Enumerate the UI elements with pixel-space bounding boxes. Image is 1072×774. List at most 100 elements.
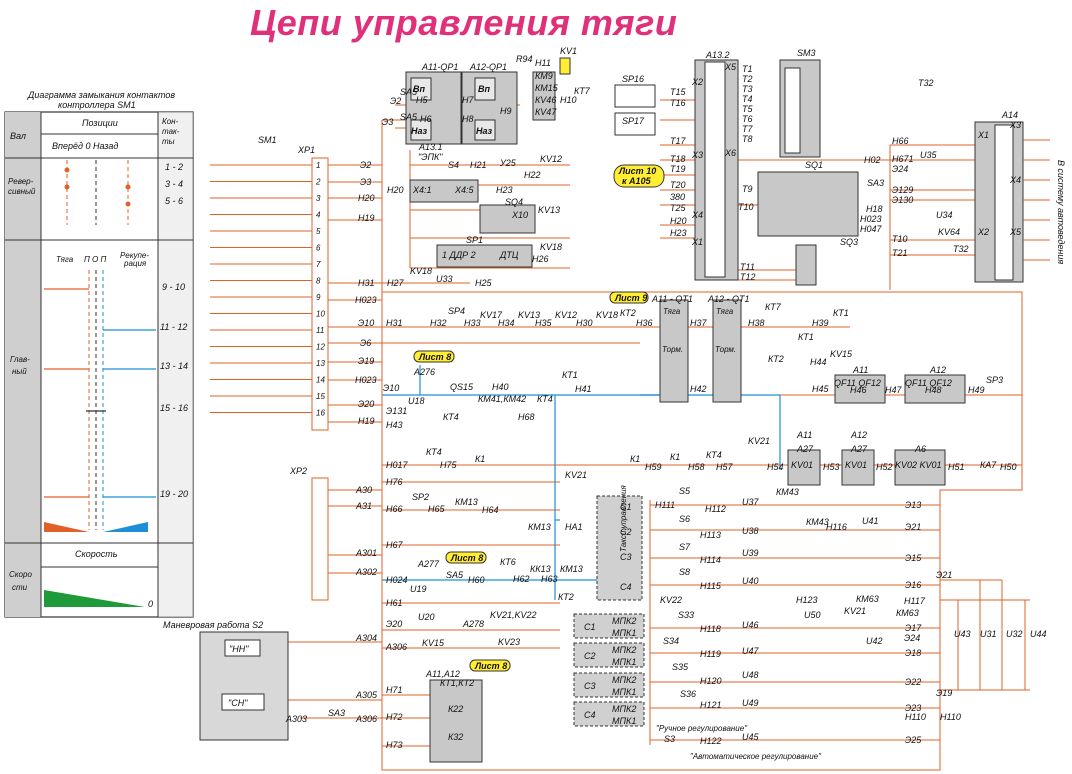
svg-text:Н42: Н42: [690, 384, 707, 394]
svg-text:к А105: к А105: [622, 176, 652, 186]
svg-text:Н024: Н024: [386, 575, 408, 585]
svg-text:А304: А304: [355, 633, 377, 643]
svg-text:Лист 9: Лист 9: [614, 293, 647, 303]
svg-text:КТ4: КТ4: [426, 447, 442, 457]
components: [199, 57, 1024, 763]
svg-text:"НН": "НН": [229, 644, 249, 654]
svg-text:рация: рация: [123, 259, 147, 268]
svg-text:КМ43: КМ43: [806, 517, 829, 527]
svg-text:КТ1: КТ1: [798, 332, 814, 342]
svg-text:U34: U34: [936, 210, 953, 220]
pop-word: П О П: [84, 255, 106, 264]
svg-text:15 - 16: 15 - 16: [160, 403, 188, 413]
svg-text:Н49: Н49: [968, 385, 985, 395]
svg-text:"Ручное регулирование": "Ручное регулирование": [656, 724, 748, 733]
svg-text:Н46: Н46: [850, 385, 867, 395]
svg-text:QF11 QF12: QF11 QF12: [905, 378, 952, 388]
svg-text:KV15: KV15: [422, 638, 445, 648]
svg-text:Н22: Н22: [524, 170, 541, 180]
svg-text:Х2: Х2: [977, 227, 989, 237]
svg-text:А276: А276: [413, 367, 435, 377]
svg-text:Н63: Н63: [541, 574, 558, 584]
svg-text:U40: U40: [742, 576, 759, 586]
svg-text:Н58: Н58: [688, 462, 705, 472]
xp1-terminal-number: 8: [316, 277, 321, 286]
speed-header: Скорость: [75, 549, 118, 559]
svg-text:Т20: Т20: [670, 180, 686, 190]
svg-text:SP3: SP3: [986, 375, 1003, 385]
svg-text:Н41: Н41: [575, 384, 592, 394]
svg-text:Т25: Т25: [670, 203, 687, 213]
svg-text:Т10: Т10: [892, 234, 908, 244]
svg-text:А13.1: А13.1: [418, 142, 443, 152]
svg-text:KV21: KV21: [748, 436, 770, 446]
svg-text:МПК1: МПК1: [612, 716, 636, 726]
svg-text:"СН": "СН": [228, 698, 248, 708]
svg-text:КТ4: КТ4: [537, 394, 553, 404]
svg-text:Н114: Н114: [700, 555, 721, 565]
svg-text:КV47: КV47: [535, 107, 557, 117]
svg-text:Н38: Н38: [748, 318, 765, 328]
svg-text:KV22: KV22: [660, 595, 682, 605]
svg-text:Н23: Н23: [670, 228, 687, 238]
svg-text:Э131: Э131: [386, 406, 407, 416]
svg-text:SP16: SP16: [622, 74, 644, 84]
svg-text:А12: А12: [929, 365, 946, 375]
svg-text:U32: U32: [1006, 629, 1023, 639]
svg-text:Э129: Э129: [892, 185, 913, 195]
svg-text:U44: U44: [1030, 629, 1047, 639]
svg-text:XP2: XP2: [289, 466, 307, 476]
svg-text:КА7: КА7: [980, 460, 997, 470]
svg-text:Тяга: Тяга: [663, 307, 681, 316]
svg-text:U35: U35: [920, 150, 938, 160]
svg-text:Н47: Н47: [885, 385, 903, 395]
svg-text:МПК1: МПК1: [612, 687, 636, 697]
svg-text:U37: U37: [742, 497, 760, 507]
svg-text:А6: А6: [914, 444, 926, 454]
svg-text:SA3: SA3: [867, 178, 884, 188]
xp1-terminal-number: 7: [316, 260, 321, 269]
svg-text:Н72: Н72: [386, 712, 403, 722]
svg-text:U31: U31: [980, 629, 997, 639]
svg-text:Вп: Вп: [413, 84, 425, 94]
svg-text:KV17: KV17: [480, 310, 503, 320]
svg-text:Н65: Н65: [428, 504, 446, 514]
svg-text:Лист 8: Лист 8: [418, 352, 451, 362]
svg-text:А301: А301: [355, 548, 377, 558]
svg-text:А27: А27: [796, 444, 814, 454]
svg-text:С4: С4: [584, 710, 596, 720]
svg-text:Т17: Т17: [670, 136, 687, 146]
svg-text:U19: U19: [410, 584, 427, 594]
svg-text:Рекупе-: Рекупе-: [120, 251, 149, 260]
svg-text:Н44: Н44: [810, 357, 827, 367]
xp1-terminal-number: 6: [316, 244, 321, 253]
svg-text:Н25: Н25: [475, 278, 493, 288]
svg-text:КК13: КК13: [530, 564, 551, 574]
svg-text:1 ДДР 2: 1 ДДР 2: [442, 250, 476, 260]
svg-text:Х4:1: Х4:1: [412, 185, 432, 195]
svg-text:Т1: Т1: [742, 64, 753, 74]
svg-text:Н61: Н61: [386, 598, 403, 608]
svg-text:KV18: KV18: [596, 310, 618, 320]
svg-text:Н36: Н36: [636, 318, 653, 328]
svg-text:Н66: Н66: [386, 504, 403, 514]
svg-text:С2: С2: [620, 527, 632, 537]
svg-text:Т32: Т32: [953, 244, 969, 254]
svg-text:S7: S7: [679, 542, 691, 552]
svg-text:Х4: Х4: [691, 210, 703, 220]
xp1-terminal-number: 4: [316, 211, 321, 220]
svg-text:Н32: Н32: [430, 318, 447, 328]
svg-text:KV21,KV22: KV21,KV22: [490, 610, 537, 620]
svg-text:Э10: Э10: [358, 318, 374, 328]
svg-text:Н51: Н51: [948, 462, 965, 472]
svg-text:Х4:5: Х4:5: [454, 185, 475, 195]
svg-text:КТ2: КТ2: [620, 308, 636, 318]
svg-text:Н115: Н115: [700, 581, 722, 591]
svg-text:КМ43: КМ43: [776, 487, 799, 497]
svg-text:Э25: Э25: [905, 735, 922, 745]
svg-text:U20: U20: [418, 612, 435, 622]
svg-text:Н20: Н20: [358, 193, 375, 203]
svg-text:SA3: SA3: [328, 708, 345, 718]
svg-text:Н54: Н54: [767, 462, 784, 472]
